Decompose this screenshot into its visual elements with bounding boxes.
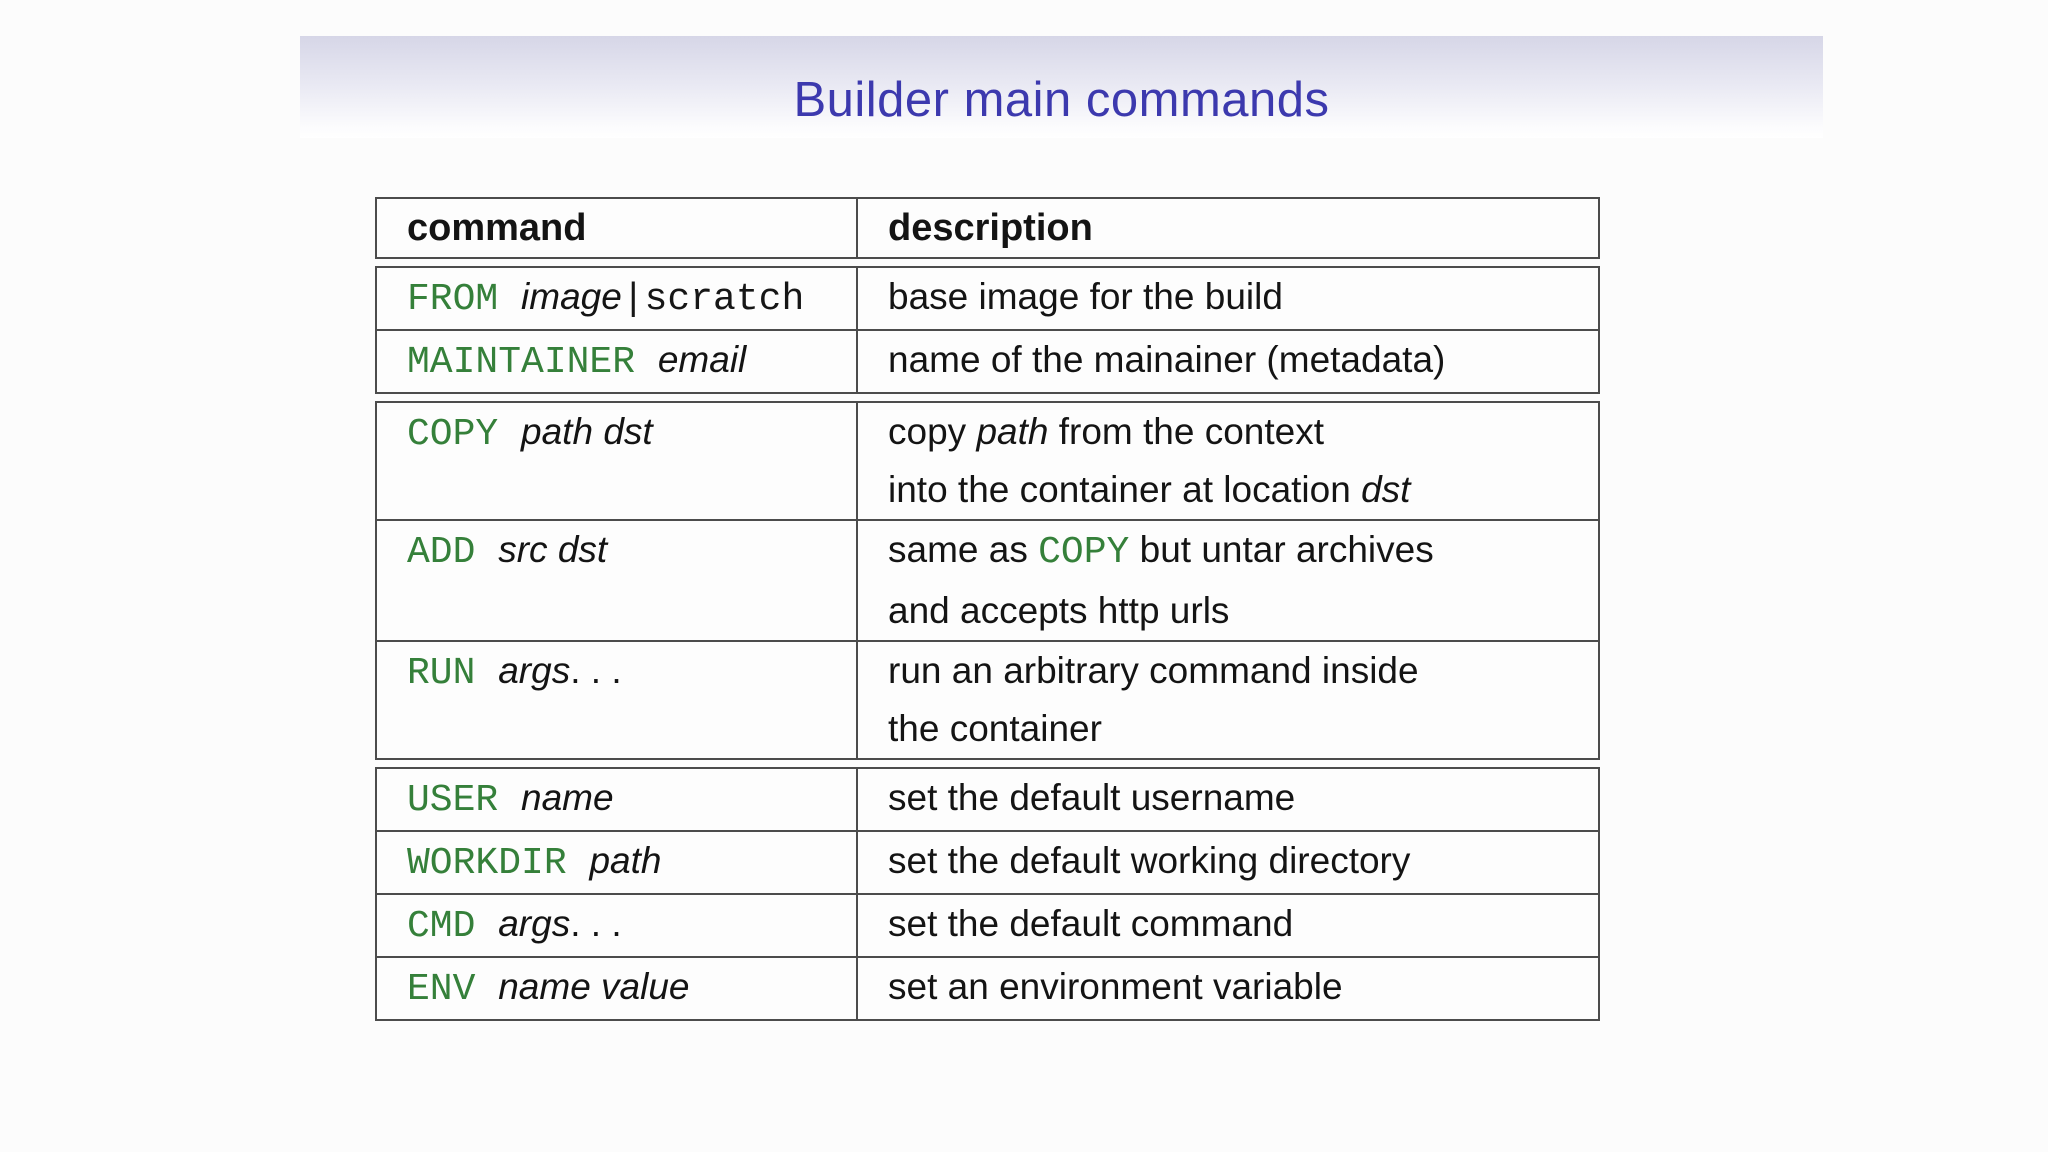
text-segment: run an arbitrary command inside [888,650,1419,691]
table-header-block: command description [375,197,1600,259]
description-line: set the default command [888,895,1584,953]
description-line: and accepts http urls [888,582,1584,640]
text-segment: the container [888,708,1102,749]
command-cell: COPY path dst [377,403,858,519]
description-line: set the default working directory [888,832,1584,890]
keyword-text: WORKDIR [407,842,590,885]
description-line: the container [888,700,1584,758]
description-line: run an arbitrary command inside [888,642,1584,700]
description-cell: base image for the build [858,268,1598,329]
description-line: copy path from the context [888,403,1584,461]
command-cell: MAINTAINER email [377,331,858,392]
table-row: WORKDIR path set the default working dire… [377,830,1598,893]
command-cell: USER name [377,769,858,830]
keyword-text: CMD [407,905,499,948]
commands-table: command description FROM image|scratch ba… [375,197,1600,1028]
text-segment: path [589,840,662,881]
text-segment: into the container at location [888,469,1362,510]
text-segment: path dst [521,411,653,452]
table-row: RUN args. . .run an arbitrary command in… [377,640,1598,758]
keyword-text: USER [407,779,522,822]
text-segment: . . . [570,650,622,691]
keyword-text: ADD [407,531,499,574]
text-segment: name [521,777,614,818]
description-line: into the container at location dst [888,461,1584,519]
text-segment: set the default username [888,777,1296,818]
text-segment: set the default working directory [888,840,1411,881]
text-segment: dst [1361,469,1411,510]
table-body: FROM image|scratch base image for the bui… [375,266,1600,1021]
header-cell-command: command [377,199,858,257]
command-cell: FROM image|scratch [377,268,858,329]
header-cell-description: description [888,207,1093,249]
description-cell: set the default working directory [858,832,1598,893]
command-cell: WORKDIR path [377,832,858,893]
description-cell: name of the mainainer (metadata) [858,331,1598,392]
text-segment: scratch [644,278,805,321]
text-segment: copy [888,411,977,452]
description-cell: set an environment variable [858,958,1598,1019]
command-cell: RUN args. . . [377,642,858,758]
keyword-text: COPY [1038,531,1130,574]
text-segment: name of the mainainer (metadata) [888,339,1446,380]
table-row: MAINTAINER email name of the mainainer (m… [377,329,1598,392]
text-segment: src dst [498,529,608,570]
text-segment: | [621,278,645,321]
keyword-text: ENV [407,968,499,1011]
description-line: set the default username [888,769,1584,827]
description-cell: set the default command [858,895,1598,956]
table-row: ENV name value set an environment variabl… [377,956,1598,1019]
text-segment: path [976,411,1049,452]
text-segment: set the default command [888,903,1294,944]
text-segment: set an environment variable [888,966,1343,1007]
keyword-text: RUN [407,652,499,695]
table-group: FROM image|scratch base image for the bui… [375,266,1600,394]
table-row: FROM image|scratch base image for the bui… [377,268,1598,329]
keyword-text: FROM [407,278,522,321]
page-title: Builder main commands [793,73,1330,127]
description-line: same as COPY but untar archives [888,521,1584,582]
text-segment: email [657,339,747,380]
description-cell: set the default username [858,769,1598,830]
text-segment: args [498,650,571,691]
table-row: CMD args. . . set the default command [377,893,1598,956]
text-segment: base image for the build [888,276,1283,317]
text-segment: but untar archives [1129,529,1434,570]
title-band: Builder main commands [300,36,1823,138]
description-cell: run an arbitrary command inside the conta… [858,642,1598,758]
description-cell: same as COPY but untar archives and accep… [858,521,1598,640]
text-segment: args [498,903,571,944]
description-line: name of the mainainer (metadata) [888,331,1584,389]
text-segment: from the context [1048,411,1325,452]
text-segment: name value [498,966,690,1007]
command-cell: ADD src dst [377,521,858,640]
text-segment: . . . [570,903,622,944]
text-segment: image [521,276,622,317]
keyword-text: COPY [407,413,522,456]
command-cell: CMD args. . . [377,895,858,956]
description-line: set an environment variable [888,958,1584,1016]
keyword-text: MAINTAINER [407,341,658,384]
table-header-row: command description [377,199,1598,257]
description-line: base image for the build [888,268,1584,326]
text-segment: same as [888,529,1039,570]
text-segment: and accepts http urls [888,590,1230,631]
command-cell: ENV name value [377,958,858,1019]
table-row: USER name set the default username [377,769,1598,830]
